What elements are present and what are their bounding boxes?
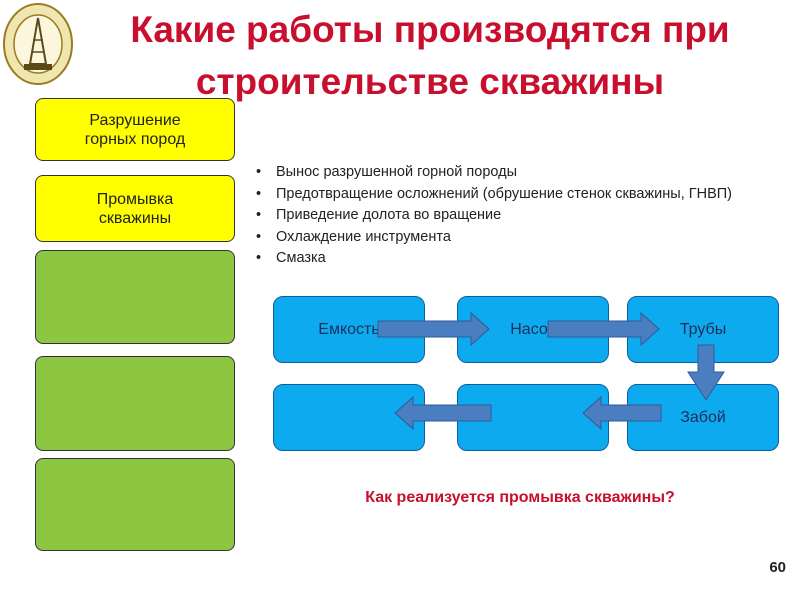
block-empty-1 bbox=[35, 250, 235, 344]
list-item: Вынос разрушенной горной породы bbox=[256, 163, 796, 182]
block-empty-2 bbox=[35, 356, 235, 451]
question-text: Как реализуется промывка скважины? bbox=[365, 489, 675, 506]
flow-box-bottomhole: Забой bbox=[627, 384, 779, 451]
block-empty-3 bbox=[35, 458, 235, 551]
block-label-line2: скважины bbox=[98, 209, 172, 227]
list-item: Приведение долота во вращение bbox=[256, 206, 796, 225]
flow-box-tank: Емкость bbox=[273, 296, 425, 363]
flow-box-empty-2 bbox=[457, 384, 609, 451]
list-item: Охлаждение инструмента bbox=[256, 228, 796, 247]
slide-title-line2: строительстве скважины bbox=[195, 61, 665, 102]
list-item: Смазка bbox=[256, 249, 796, 268]
block-label-line2: горных пород bbox=[84, 130, 186, 148]
flow-box-label: Забой bbox=[680, 408, 726, 426]
flow-box-label: Трубы bbox=[679, 320, 727, 338]
block-rock-destruction: Разрушение горных пород bbox=[35, 98, 235, 161]
flow-box-pump: Насос bbox=[457, 296, 609, 363]
oil-rig-emblem-icon bbox=[3, 3, 73, 85]
flushing-functions-list: Вынос разрушенной горной породы Предотвр… bbox=[256, 163, 796, 271]
block-well-flushing: Промывка скважины bbox=[35, 175, 235, 242]
page-number: 60 bbox=[769, 559, 786, 576]
list-item: Предотвращение осложнений (обрушение сте… bbox=[256, 185, 796, 204]
flow-box-label: Емкость bbox=[318, 320, 380, 338]
block-label-line1: Разрушение bbox=[89, 111, 181, 129]
flow-box-empty-1 bbox=[273, 384, 425, 451]
flow-box-pipes: Трубы bbox=[627, 296, 779, 363]
slide-title-line1: Какие работы производятся при bbox=[130, 9, 730, 50]
flow-box-label: Насос bbox=[510, 320, 556, 338]
block-label-line1: Промывка bbox=[96, 190, 174, 208]
slide-title: Какие работы производятся при строительс… bbox=[80, 4, 780, 108]
